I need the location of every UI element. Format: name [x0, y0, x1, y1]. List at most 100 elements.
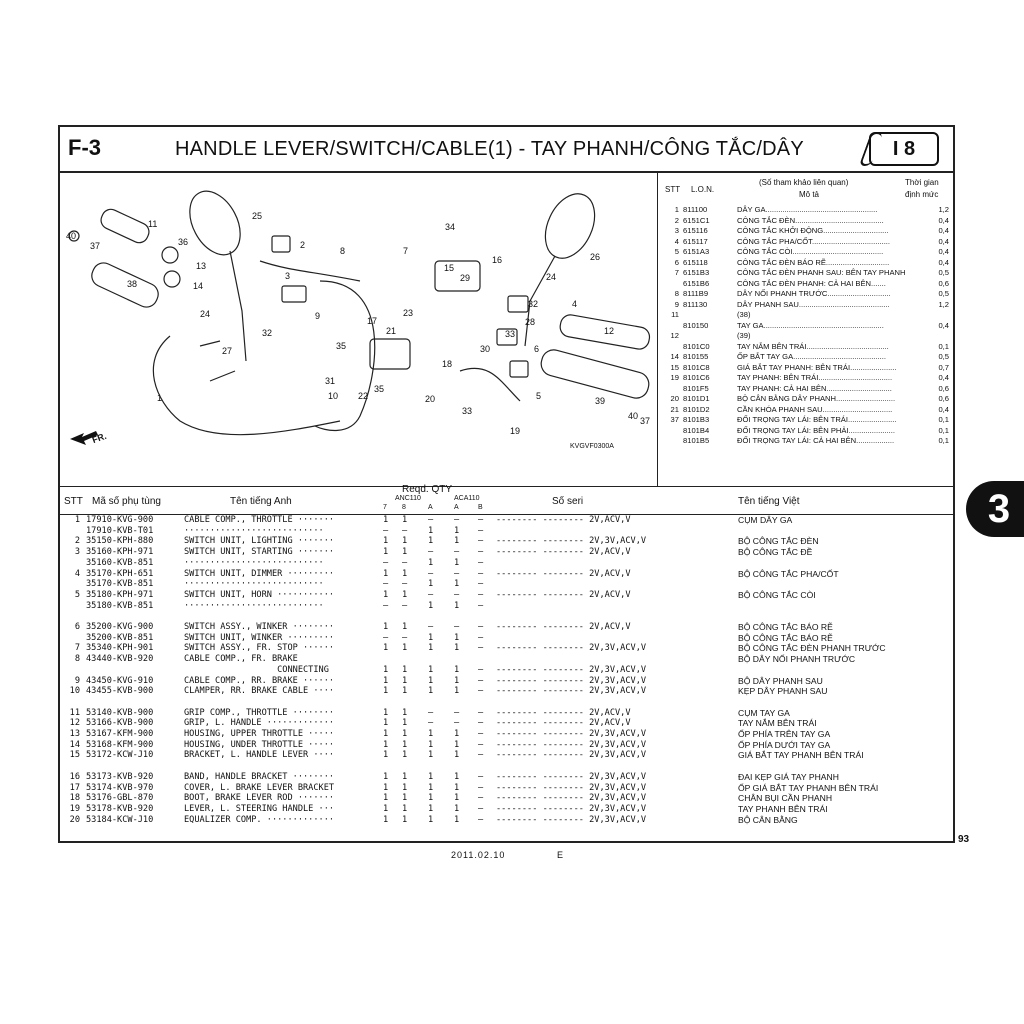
part-qty: 1 [402, 547, 408, 558]
callout-number: 16 [492, 255, 503, 265]
part-qty: 1 [402, 675, 408, 686]
part-vn: BỘ CÔNG TẮC CÒI [738, 589, 816, 600]
part-part: 17910-KVB-T01 [86, 525, 154, 536]
part-qty: – [428, 589, 434, 600]
callout-number: 32 [262, 328, 273, 338]
part-en: HOUSING, UNDER THROTTLE ····· [184, 739, 335, 750]
callout-number: 8 [340, 246, 346, 256]
part-en: CLAMPER, RR. BRAKE CABLE ···· [184, 686, 335, 697]
parts-head-en: Tên tiếng Anh [230, 496, 292, 507]
lon-head-ref: (Số tham khảo liên quan) [759, 178, 849, 187]
lon-lon: 8101B5 [683, 436, 710, 445]
page-number: 93 [958, 834, 970, 845]
lon-desc: BỘ CÂN BẰNG DÂY PHANH...................… [737, 394, 896, 403]
lon-stt: 5 [674, 247, 679, 256]
lon-desc: CÔNG TẮC CÒI............................… [737, 247, 884, 256]
part-qty: 1 [402, 814, 408, 825]
weight-part-shape [68, 230, 80, 242]
part-stt: 18 [69, 793, 80, 804]
switch-part-shape [281, 285, 307, 303]
switch-part-shape [507, 295, 529, 313]
parts-head-vn: Tên tiếng Việt [738, 496, 800, 507]
part-qty: 1 [454, 579, 460, 590]
part-qty: 1 [402, 589, 408, 600]
part-qty: 1 [383, 536, 389, 547]
part-en: BRACKET, L. HANDLE LEVER ···· [184, 750, 335, 761]
switch-housing-shape [434, 260, 481, 292]
footer-edition: E [557, 850, 564, 860]
part-en: BOOT, BRAKE LEVER ROD ······· [184, 793, 335, 804]
callout-number: 35 [336, 341, 347, 351]
switch-part-shape [271, 235, 291, 253]
part-qty: 1 [454, 643, 460, 654]
lon-head-desc: Mô tả [799, 190, 820, 199]
part-part: 53173-KVB-920 [86, 771, 154, 782]
part-qty: – [428, 515, 434, 525]
part-qty: 1 [454, 557, 460, 568]
housing-part-shape [163, 270, 181, 288]
part-qty: 1 [402, 782, 408, 793]
callout-number: 17 [367, 316, 378, 326]
callout-number: 32 [528, 299, 539, 309]
parts-head-part: Mã số phụ tùng [92, 496, 161, 507]
lon-desc: (38) [737, 310, 751, 319]
lon-desc: ĐỐI TRỌNG TAY LÁI: CẢ HAI BÊN...........… [737, 436, 895, 445]
lon-row: 12(39) [659, 331, 953, 341]
part-serial: -------- -------- 2V,ACV,V [496, 589, 631, 600]
callout-number: 19 [510, 426, 521, 436]
part-serial: -------- -------- 2V,ACV,V [496, 568, 631, 579]
callout-number: 34 [445, 222, 456, 232]
lon-stt: 11 [671, 310, 679, 319]
housing-part-shape [161, 246, 179, 264]
part-qty: 1 [383, 622, 389, 632]
part-serial: -------- -------- 2V,ACV,V [496, 622, 631, 632]
part-qty: 1 [402, 803, 408, 814]
left-mirror-stem [229, 250, 247, 362]
left-grip-shape [91, 262, 159, 308]
lon-lon: 8101D1 [683, 394, 710, 403]
part-qty: 1 [402, 622, 408, 632]
part-qty: 1 [383, 707, 389, 718]
part-serial: -------- -------- 2V,3V,ACV,V [496, 729, 647, 739]
part-en: CABLE COMP., RR. BRAKE ······ [184, 675, 335, 686]
part-qty: – [402, 557, 408, 568]
part-qty: 1 [402, 707, 408, 718]
part-qty: – [428, 718, 434, 729]
callout-number: 24 [200, 309, 211, 319]
callout-number: 21 [386, 326, 397, 336]
part-serial: -------- -------- 2V,ACV,V [496, 515, 631, 525]
part-qty: 1 [383, 793, 389, 804]
part-qty: – [478, 771, 484, 782]
part-serial: -------- -------- 2V,3V,ACV,V [496, 675, 647, 686]
callout-number: 37 [90, 241, 101, 251]
part-qty: – [478, 793, 484, 804]
part-stt: 11 [69, 707, 80, 718]
part-part: 35170-KPH-651 [86, 568, 154, 579]
section-tab: 3 [966, 481, 1024, 537]
part-qty: 1 [454, 814, 460, 825]
part-stt: 8 [74, 654, 80, 665]
part-en: SWITCH UNIT, STARTING ······· [184, 547, 335, 558]
part-qty: – [478, 547, 484, 558]
part-qty: – [454, 547, 460, 558]
lon-lon: 8101C6 [683, 373, 710, 382]
part-part: 53178-KVB-920 [86, 803, 154, 814]
page-title: HANDLE LEVER/SWITCH/CABLE(1) - TAY PHANH… [175, 138, 804, 160]
qty-subhead: A [454, 504, 459, 511]
part-vn: KẸP DÂY PHANH SAU [738, 686, 828, 697]
part-qty: 1 [428, 793, 434, 804]
part-qty: – [454, 622, 460, 632]
part-stt: 3 [74, 547, 80, 558]
section-code: F-3 [68, 135, 101, 160]
